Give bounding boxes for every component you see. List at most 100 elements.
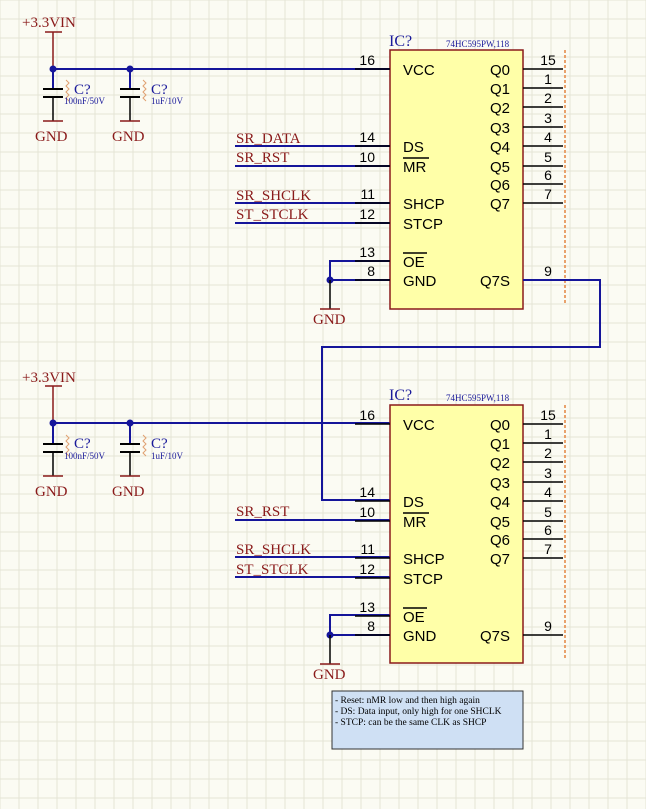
power-label-top: +3.3VIN <box>22 15 76 31</box>
cap1-designator-top: C? <box>74 82 91 98</box>
pin-number-q6-top: 6 <box>544 167 552 183</box>
pin-name-ds-top: DS <box>403 139 424 156</box>
pin-name-q6-bottom: Q6 <box>490 532 510 549</box>
pin-name-q5-bottom: Q5 <box>490 514 510 531</box>
note-line-2: - DS: Data input, only high for one SHCL… <box>335 706 502 717</box>
pin-number-q7-bottom: 7 <box>544 541 552 557</box>
pin-name-q3-top: Q3 <box>490 120 510 137</box>
capacitor-1-top: C? 100nF/50V GND <box>35 69 106 145</box>
cap1-value-bottom: 100nF/50V <box>64 451 106 461</box>
gnd-label-ic-top: GND <box>313 312 346 328</box>
net-label-sr-rst-top: SR_RST <box>236 150 289 166</box>
pin-name-q5-top: Q5 <box>490 159 510 176</box>
ic-bottom: IC? 74HC595PW,118 16VCC14DS10MR11SHCP12S… <box>355 387 566 664</box>
pin-name-q7s-bottom: Q7S <box>480 628 510 645</box>
ic-part-number-bottom: 74HC595PW,118 <box>446 393 510 403</box>
gnd-label-cap2-bottom: GND <box>112 484 145 500</box>
pin-name-shcp-bottom: SHCP <box>403 551 445 568</box>
net-label-st-stclk-top: ST_STCLK <box>236 207 309 223</box>
pin-name-stcp-top: STCP <box>403 216 443 233</box>
pin-number-mr-top: 10 <box>359 149 375 165</box>
capacitor-1-bottom: C? 100nF/50V GND <box>35 423 106 500</box>
pin-number-q0-top: 15 <box>540 52 556 68</box>
pin-number-q7s-top: 9 <box>544 263 552 279</box>
cap2-designator-top: C? <box>151 82 168 98</box>
net-label-sr-data-top: SR_DATA <box>236 131 301 147</box>
pin-name-q2-top: Q2 <box>490 100 510 117</box>
ic-designator-bottom: IC? <box>389 387 412 404</box>
pin-number-q0-bottom: 15 <box>540 407 556 423</box>
pin-number-gnd-top: 8 <box>367 263 375 279</box>
pin-name-q7-top: Q7 <box>490 196 510 213</box>
pin-name-shcp-top: SHCP <box>403 196 445 213</box>
pin-number-ds-top: 14 <box>359 129 375 145</box>
pin-number-shcp-top: 11 <box>360 186 375 202</box>
pin-number-oe-bottom: 13 <box>359 599 375 615</box>
pin-number-q7s-bottom: 9 <box>544 618 552 634</box>
pin-name-q1-bottom: Q1 <box>490 436 510 453</box>
note-box: - Reset: nMR low and then high again - D… <box>331 690 524 750</box>
pin-number-oe-top: 13 <box>359 244 375 260</box>
pin-name-q2-bottom: Q2 <box>490 455 510 472</box>
pin-number-q4-bottom: 4 <box>544 484 552 500</box>
cap2-value-top: 1uF/10V <box>151 96 184 106</box>
cap2-designator-bottom: C? <box>151 436 168 452</box>
ic-part-number-top: 74HC595PW,118 <box>446 39 510 49</box>
pin-number-q7-top: 7 <box>544 186 552 202</box>
pin-name-mr-top: MR <box>403 159 426 176</box>
pin-number-q1-top: 1 <box>544 71 552 87</box>
power-label-bottom: +3.3VIN <box>22 370 76 386</box>
gnd-label-cap2-top: GND <box>112 129 145 145</box>
pin-name-vcc-top: VCC <box>403 62 435 79</box>
pin-number-mr-bottom: 10 <box>359 504 375 520</box>
capacitor-2-bottom: C? 1uF/10V GND <box>112 423 184 500</box>
pin-name-stcp-bottom: STCP <box>403 571 443 588</box>
pin-number-q5-top: 5 <box>544 149 552 165</box>
pin-name-q4-bottom: Q4 <box>490 494 510 511</box>
pin-name-oe-bottom: OE <box>403 609 425 626</box>
pin-name-q1-top: Q1 <box>490 81 510 98</box>
ic-top: IC? 74HC595PW,118 16VCC14DS10MR11SHCP12S… <box>355 33 566 310</box>
pin-name-q0-top: Q0 <box>490 62 510 79</box>
cap2-value-bottom: 1uF/10V <box>151 451 184 461</box>
pin-name-gnd-bottom: GND <box>403 628 437 645</box>
pin-number-stcp-bottom: 12 <box>359 561 375 577</box>
pin-number-stcp-top: 12 <box>359 206 375 222</box>
pin-name-q4-top: Q4 <box>490 139 510 156</box>
power-section-bottom: +3.3VIN <box>22 370 76 423</box>
pin-number-q6-bottom: 6 <box>544 522 552 538</box>
net-label-st-stclk-bottom: ST_STCLK <box>236 562 309 578</box>
net-label-sr-shclk-top: SR_SHCLK <box>236 188 311 204</box>
pin-name-mr-bottom: MR <box>403 514 426 531</box>
power-section-top: +3.3VIN <box>22 15 76 69</box>
pin-name-ds-bottom: DS <box>403 494 424 511</box>
pin-number-vcc-top: 16 <box>359 52 375 68</box>
cascade-wire <box>321 279 601 501</box>
cap1-designator-bottom: C? <box>74 436 91 452</box>
pin-number-q2-bottom: 2 <box>544 445 552 461</box>
pin-number-q3-bottom: 3 <box>544 465 552 481</box>
pin-name-q0-bottom: Q0 <box>490 417 510 434</box>
gnd-label-ic-bottom: GND <box>313 667 346 683</box>
pin-number-q5-bottom: 5 <box>544 504 552 520</box>
pin-number-ds-bottom: 14 <box>359 484 375 500</box>
pin-name-q7s-top: Q7S <box>480 273 510 290</box>
cap1-value-top: 100nF/50V <box>64 96 106 106</box>
capacitor-2-top: C? 1uF/10V GND <box>112 69 184 145</box>
gnd-label-cap1-top: GND <box>35 129 68 145</box>
gnd-label-cap1-bottom: GND <box>35 484 68 500</box>
pin-number-vcc-bottom: 16 <box>359 407 375 423</box>
pin-number-q4-top: 4 <box>544 129 552 145</box>
pin-number-q1-bottom: 1 <box>544 426 552 442</box>
pin-number-gnd-bottom: 8 <box>367 618 375 634</box>
pin-name-oe-top: OE <box>403 254 425 271</box>
ic-designator-top: IC? <box>389 33 412 50</box>
note-line-1: - Reset: nMR low and then high again <box>335 696 480 706</box>
pin-name-q6-top: Q6 <box>490 177 510 194</box>
net-label-sr-shclk-bottom: SR_SHCLK <box>236 542 311 558</box>
pin-name-vcc-bottom: VCC <box>403 417 435 434</box>
net-label-sr-rst-bottom: SR_RST <box>236 504 289 520</box>
pin-name-gnd-top: GND <box>403 273 437 290</box>
